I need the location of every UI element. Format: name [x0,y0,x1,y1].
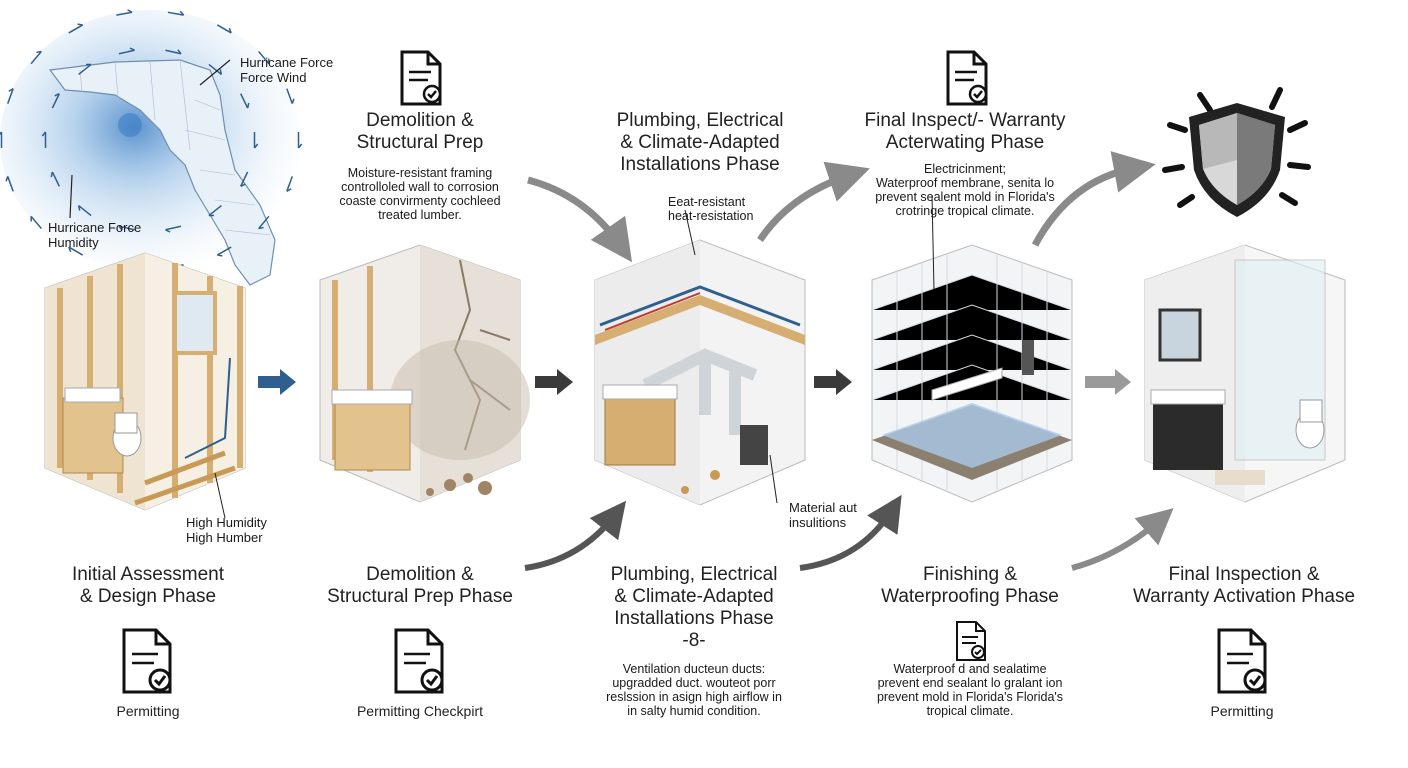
room-waterproofing-illustration [871,194,1073,503]
room-framing-illustration [44,252,246,519]
phase-5-title: Final Inspection & Warranty Activation P… [1132,564,1356,607]
wind-arrow [165,225,182,233]
wind-arrow [118,225,135,231]
plumbing-top-callout: Eeat-resistant heat-resistation [668,195,754,223]
wind-arrow [286,176,293,193]
wind-arrow [286,88,295,104]
phase-3-marker: -8- [682,630,706,651]
wind-arrow [258,215,270,230]
curved-arrow [527,176,633,263]
curved-arrow [799,494,902,571]
wind-arrow [30,215,42,230]
room3-callout-line2: insulitions [789,515,847,530]
document-check-icon [946,50,988,106]
wind-arrow [240,93,250,109]
final-top-title: Final Inspect/- Warranty Acterwating Pha… [864,110,1066,153]
arrow-icon [1085,369,1131,395]
wind-arrow [208,63,223,76]
plumbing-top-title: Plumbing, Electrical & Climate-Adapted I… [616,110,784,175]
document-check-icon [1217,628,1267,694]
curved-arrow [524,500,627,571]
wind-arrow [0,131,3,148]
phase-4-desc: Waterproof d and sealatime prevent end s… [876,662,1064,718]
wind-arrow [208,204,222,217]
wind-arrow [297,132,303,149]
final-top-desc: Electricinment; Waterproof membrane, sen… [875,162,1055,218]
wind-arrow [258,50,270,65]
wind-arrow [41,131,47,148]
humidity-label-line2: Humidity [48,235,99,250]
demolition-top-desc: Moisture-resistant framing controlloled … [339,166,501,222]
room3-callout-line1: Material aut [789,500,857,515]
wind-label-line2: Force Wind [240,70,307,85]
room1-callout-line1: High Humidity [186,515,267,530]
wind-arrow [253,132,259,149]
room-demolition-illustration [319,244,530,503]
florida-hurricane-map [0,9,303,286]
wind-arrow [68,246,84,256]
wind-arrow [51,92,60,109]
wind-arrow [30,50,42,65]
document-check-icon [956,621,986,661]
demolition-top-title: Demolition & Structural Prep [356,110,484,153]
arrow-icon [535,369,573,395]
wind-arrow [5,176,14,192]
curved-arrow [1071,508,1174,571]
wind-label-line1: Hurricane Force [240,55,334,70]
curved-arrow [757,161,870,242]
wind-arrow [7,87,14,104]
phase-2-permit-label: Permitting Checkpirt [356,703,484,719]
phase-1-permit-label: Permitting [116,703,180,719]
wind-arrow [77,204,92,217]
wind-arrow [216,246,232,257]
wind-arrow [50,171,60,187]
wind-arrow [118,47,135,55]
humidity-label-line1: Hurricane Force [48,220,142,235]
room1-callout-line2: High Humber [186,530,263,545]
curved-arrow [1031,151,1156,247]
phase-4-title: Finishing & Waterproofing Phase [881,564,1059,607]
phase-2-title: Demolition & Structural Prep Phase [327,564,513,607]
wind-arrow [216,24,232,34]
arrow-icon [258,369,296,395]
arrow-icon [814,369,852,395]
room-finished-illustration [1144,244,1346,503]
shield-icon [1162,87,1311,217]
document-check-icon [394,628,444,694]
phase-1-title: Initial Assessment & Design Phase [71,564,225,607]
document-check-icon [400,50,442,106]
phase-3-desc: Ventilation ducteun ducts: upgradded duc… [606,662,782,718]
wind-arrow [78,63,92,76]
wind-arrow [240,171,249,188]
phase-5-permit-label: Permitting [1210,703,1274,719]
wind-arrow [116,9,133,16]
wind-arrow [68,23,84,34]
room-plumbing-illustration [594,209,806,506]
wind-arrow [167,10,185,16]
phase-3-title: Plumbing, Electrical & Climate-Adapted I… [610,564,778,629]
wind-arrow [165,49,182,55]
document-check-icon [122,628,172,694]
